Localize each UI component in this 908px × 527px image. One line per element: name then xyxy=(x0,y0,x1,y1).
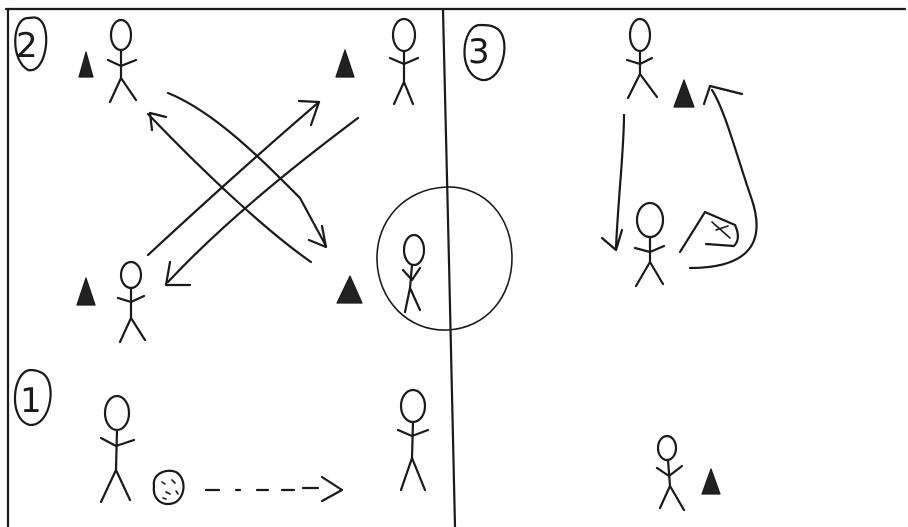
arrow-line-bl-to-tr xyxy=(146,100,321,257)
drill-label-3: 3 xyxy=(463,23,506,82)
cone-d3-top xyxy=(673,79,695,108)
player-d3-middle xyxy=(633,201,666,288)
ball-pattern xyxy=(161,479,179,500)
player-body xyxy=(99,428,136,504)
player-body xyxy=(655,458,686,512)
player-head xyxy=(402,233,426,267)
player-head xyxy=(391,17,417,53)
player-head xyxy=(656,434,678,462)
flag-outline xyxy=(678,210,740,254)
label-circle-1 xyxy=(13,368,52,427)
pass-arrows-d2 xyxy=(146,91,360,287)
drill-label-2: 2 xyxy=(14,16,48,72)
drill-number-2: 2 xyxy=(16,26,38,66)
player-d3-top xyxy=(625,17,659,100)
arrow-head xyxy=(297,99,321,127)
run-arrow-down-line xyxy=(614,113,626,250)
dashed-pass-line xyxy=(204,486,320,492)
ball xyxy=(152,469,185,506)
arrow-line-br-to-tl xyxy=(146,112,313,264)
drill-label-1: 1 xyxy=(13,368,52,427)
arrow-line-tr-to-bl xyxy=(166,116,360,284)
arrow-head xyxy=(164,260,192,287)
player-d1-right xyxy=(396,388,430,492)
return-run-line xyxy=(688,88,758,270)
center-circle xyxy=(376,186,513,331)
dashed-pass-arrowhead xyxy=(320,475,344,503)
player-head xyxy=(119,260,143,290)
run-arrow-down-head xyxy=(600,228,624,252)
player-head xyxy=(103,394,131,432)
player-body xyxy=(116,286,147,344)
player-d3-bottom xyxy=(655,434,686,512)
label-circle-3 xyxy=(463,23,506,82)
goal-flag xyxy=(678,210,740,254)
player-d2-top-left xyxy=(106,18,138,104)
field-lines xyxy=(4,7,907,527)
drill-number-3: 3 xyxy=(468,32,490,72)
arrow-line-tl-to-br xyxy=(166,91,328,248)
cone-d2-top-right xyxy=(335,49,355,78)
arrow-head xyxy=(307,224,328,249)
player-d2-top-right xyxy=(388,17,420,106)
player-d2-bottom-left xyxy=(116,260,147,344)
ball-outline xyxy=(152,469,185,506)
player-head xyxy=(399,388,427,424)
arrow-head xyxy=(148,111,168,132)
player-head xyxy=(628,17,652,53)
player-head xyxy=(109,18,133,52)
player-body xyxy=(633,235,666,288)
cone-d2-top-left xyxy=(78,51,94,78)
player-d2-bottom-right xyxy=(401,233,426,314)
cone-d3-bottom xyxy=(701,468,721,495)
label-circle-2 xyxy=(14,16,48,72)
cone-d2-bottom-left xyxy=(76,277,96,306)
player-body xyxy=(106,48,138,104)
cone-d2-bottom-right xyxy=(336,275,363,304)
flag-detail xyxy=(711,221,731,239)
player-body xyxy=(388,49,420,106)
player-head xyxy=(635,201,665,239)
return-run-head xyxy=(702,84,744,106)
player-body xyxy=(396,420,430,492)
center-line xyxy=(441,8,457,527)
drill-number-1: 1 xyxy=(20,381,42,421)
player-body xyxy=(625,49,659,100)
player-body xyxy=(401,263,422,314)
player-d1-left xyxy=(99,394,136,504)
